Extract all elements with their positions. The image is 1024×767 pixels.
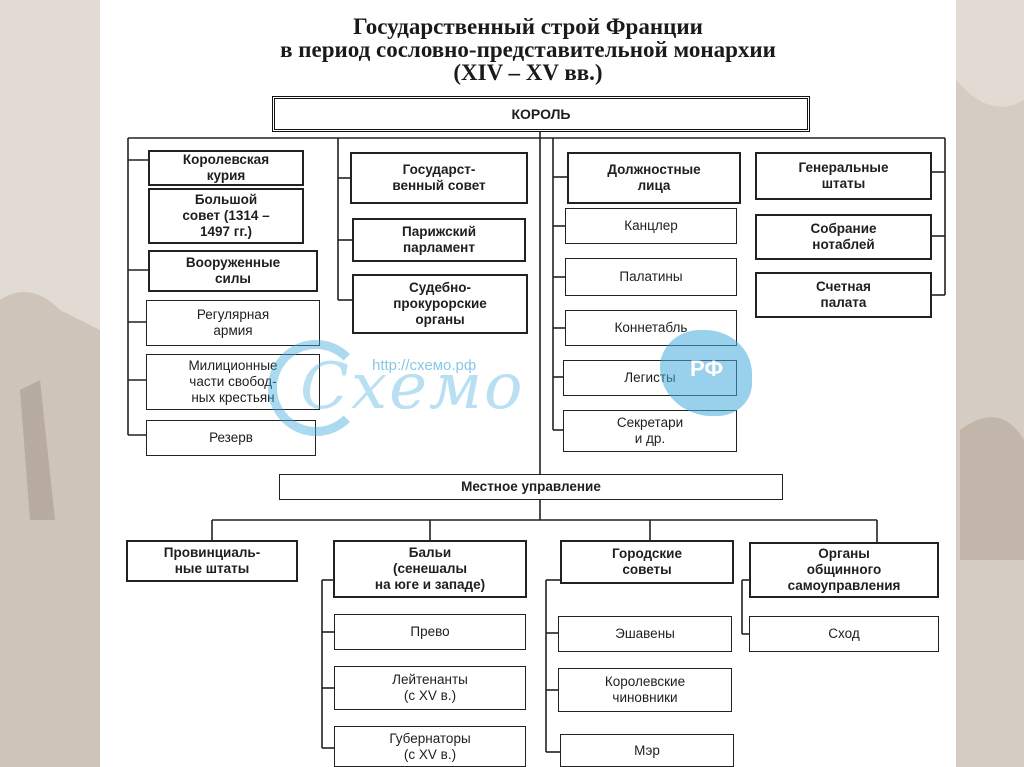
regular-army-box: Регулярная армия bbox=[146, 300, 320, 346]
estates-general-box: Генеральные штаты bbox=[755, 152, 932, 200]
communal-organs-box: Органы общинного самоуправления bbox=[749, 542, 939, 598]
judicial-organs-box: Судебно- прокурорские органы bbox=[352, 274, 528, 334]
city-councils-box: Городские советы bbox=[560, 540, 734, 584]
governors-box: Губернаторы (с XV в.) bbox=[334, 726, 526, 767]
echevins-box: Эшавены bbox=[558, 616, 732, 652]
watermark-url: http://схемо.рф bbox=[372, 357, 476, 374]
prevot-box: Прево bbox=[334, 614, 526, 650]
notables-box: Собрание нотаблей bbox=[755, 214, 932, 260]
palatines-box: Палатины bbox=[565, 258, 737, 296]
chancellor-box: Канцлер bbox=[565, 208, 737, 244]
secretaries-box: Секретари и др. bbox=[563, 410, 737, 452]
provincial-states-box: Провинциаль- ные штаты bbox=[126, 540, 298, 582]
king-box: КОРОЛЬ bbox=[272, 96, 810, 132]
big-council-box: Большой совет (1314 – 1497 гг.) bbox=[148, 188, 304, 244]
mayor-box: Мэр bbox=[560, 734, 734, 767]
officials-box: Должностные лица bbox=[567, 152, 741, 204]
lieutenants-box: Лейтенанты (с XV в.) bbox=[334, 666, 526, 710]
watermark-badge: РФ bbox=[690, 356, 723, 382]
assembly-box: Сход bbox=[749, 616, 939, 652]
paris-parliament-box: Парижский парламент bbox=[352, 218, 526, 262]
bailiffs-box: Бальи (сенешалы на юге и западе) bbox=[333, 540, 527, 598]
royal-curia-box: Королевская курия bbox=[148, 150, 304, 186]
state-council-box: Государст- венный совет bbox=[350, 152, 528, 204]
armed-forces-box: Вооруженные силы bbox=[148, 250, 318, 292]
local-administration-box: Местное управление bbox=[279, 474, 783, 500]
royal-officials-box: Королевские чиновники bbox=[558, 668, 732, 712]
accounts-chamber-box: Счетная палата bbox=[755, 272, 932, 318]
